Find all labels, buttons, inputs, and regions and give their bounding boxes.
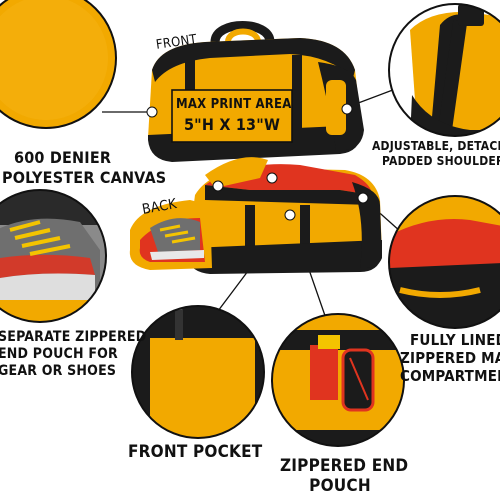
- front-bag-illustration: [146, 21, 364, 162]
- print-area-size: 5"H X 13"W: [183, 115, 281, 134]
- end-pouch-line-3: GEAR OR SHOES: [0, 363, 117, 379]
- strap-detail-circle: [388, 3, 500, 137]
- end-pouch-line-2: END POUCH FOR: [0, 346, 118, 362]
- max-print-area-label: MAX PRINT AREA 5"H X 13"W: [176, 97, 292, 134]
- end-pouch-line-1: SEPARATE ZIPPERED: [0, 329, 147, 345]
- back-bag-illustration: [129, 157, 382, 274]
- fabric-line-2: POLYESTER CANVAS: [2, 168, 167, 187]
- strap-line-2: PADDED SHOULDER STRAP: [382, 154, 500, 168]
- fabric-line-1: 600 DENIER: [14, 148, 112, 167]
- front-pocket-caption: FRONT POCKET: [128, 442, 263, 462]
- strap-line-1: ADJUSTABLE, DETACHABLE: [372, 139, 500, 153]
- lined-line-2: ZIPPERED MAIN: [400, 349, 500, 367]
- end-pouch-caption: SEPARATE ZIPPERED END POUCH FOR GEAR OR …: [0, 330, 146, 378]
- print-area-title: MAX PRINT AREA: [176, 97, 292, 112]
- fabric-swatch: [0, 0, 117, 129]
- zippered-end-pouch-caption: ZIPPERED END POUCH: [280, 456, 409, 496]
- shoe-pouch-circle: [0, 189, 107, 323]
- zip-end-line-1: ZIPPERED END: [280, 456, 409, 476]
- main-compartment-caption: FULLY LINED, ZIPPERED MAIN COMPARTMENT: [400, 333, 500, 384]
- lined-line-1: FULLY LINED,: [410, 331, 500, 349]
- main-compartment-circle: [388, 195, 500, 329]
- fabric-caption: 600 DENIER POLYESTER CANVAS: [2, 148, 166, 186]
- zip-end-line-2: POUCH: [309, 476, 371, 496]
- strap-caption: ADJUSTABLE, DETACHABLE PADDED SHOULDER S…: [372, 140, 500, 167]
- lined-line-3: COMPARTMENT: [400, 367, 500, 385]
- zippered-end-pouch-circle: [271, 313, 405, 447]
- front-pocket-circle: [131, 305, 265, 439]
